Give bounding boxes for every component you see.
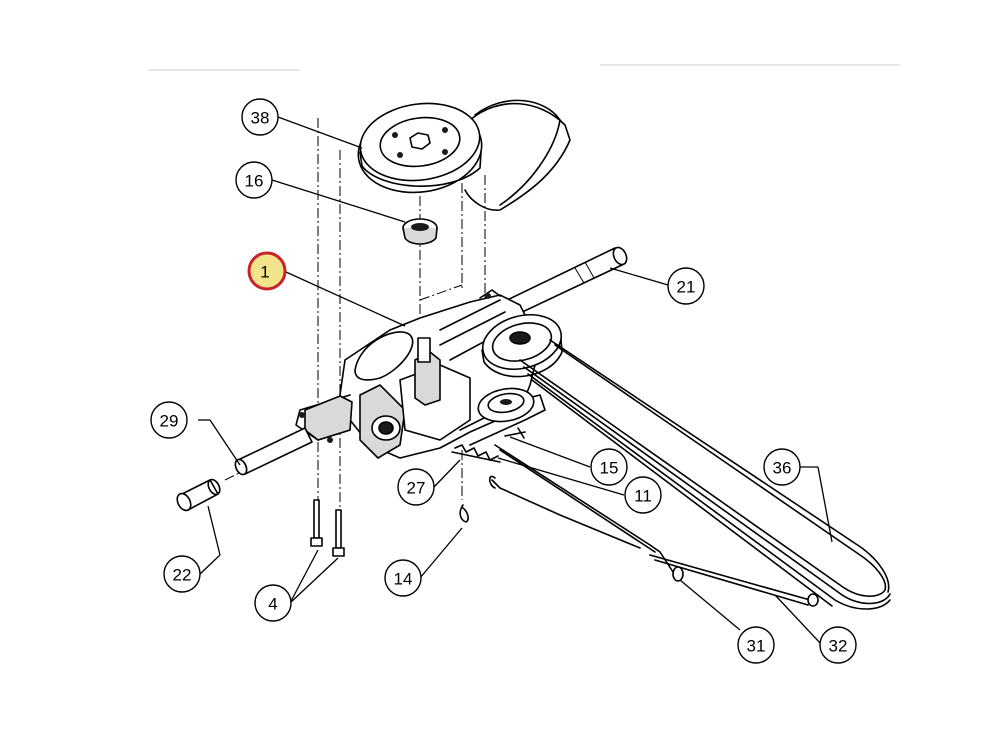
bushing-part bbox=[402, 218, 438, 245]
callout-29: 29 bbox=[150, 401, 188, 439]
callout-label-31: 31 bbox=[747, 637, 766, 656]
callout-label-15: 15 bbox=[600, 459, 619, 478]
callout-label-21: 21 bbox=[677, 278, 696, 297]
callout-label-38: 38 bbox=[251, 109, 270, 128]
callout-label-16: 16 bbox=[245, 172, 264, 191]
callout-label-36: 36 bbox=[773, 459, 792, 478]
callout-32: 32 bbox=[819, 626, 857, 664]
callout-label-1: 1 bbox=[260, 263, 269, 282]
pulley-top-part bbox=[357, 99, 571, 211]
callout-27: 27 bbox=[397, 468, 435, 506]
sleeve-part bbox=[176, 478, 221, 512]
leader-lines bbox=[198, 116, 833, 646]
callout-label-11: 11 bbox=[634, 487, 652, 506]
rods-part bbox=[488, 444, 819, 607]
callout-22: 22 bbox=[163, 555, 201, 593]
callout-1-highlighted: 1 bbox=[247, 251, 287, 291]
callout-label-29: 29 bbox=[160, 412, 179, 431]
lower-axle-part bbox=[234, 427, 313, 476]
bolts-part bbox=[310, 499, 345, 557]
drive-pulleys-part bbox=[477, 314, 563, 423]
callout-21: 21 bbox=[667, 267, 705, 305]
callout-label-32: 32 bbox=[829, 637, 848, 656]
clip-part bbox=[459, 504, 469, 523]
callout-label-4: 4 bbox=[268, 595, 277, 614]
callout-31: 31 bbox=[737, 626, 775, 664]
callout-label-22: 22 bbox=[173, 566, 192, 585]
callout-36: 36 bbox=[763, 448, 801, 486]
belt-part bbox=[519, 339, 891, 610]
callout-11: 11 bbox=[624, 476, 662, 514]
callout-label-14: 14 bbox=[394, 570, 413, 589]
callout-16: 16 bbox=[235, 161, 273, 199]
spring-part bbox=[451, 444, 501, 463]
callout-4: 4 bbox=[254, 584, 292, 622]
callout-label-27: 27 bbox=[407, 479, 426, 498]
faint-top-marks bbox=[148, 64, 900, 71]
pin-part bbox=[504, 427, 526, 439]
callout-38: 38 bbox=[241, 98, 279, 136]
transaxle-part bbox=[295, 289, 546, 459]
callout-14: 14 bbox=[384, 559, 422, 597]
callout-15: 15 bbox=[590, 448, 628, 486]
